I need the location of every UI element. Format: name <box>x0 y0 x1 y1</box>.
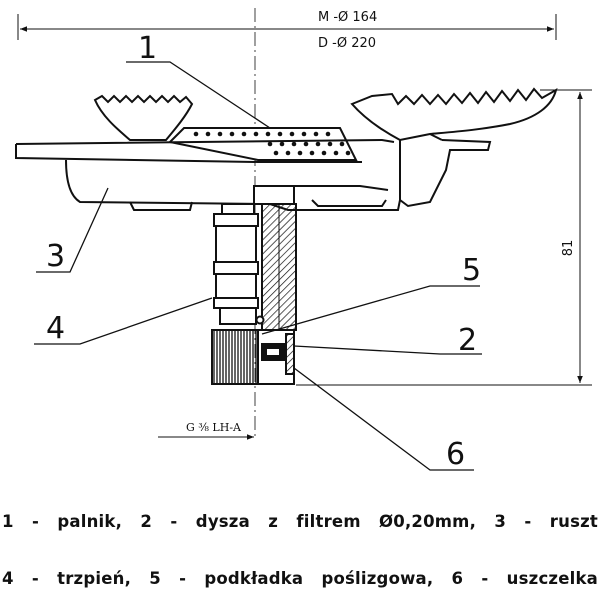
nozzle-assembly <box>211 315 295 385</box>
callout-5: 5 <box>462 253 481 288</box>
burner-head <box>167 127 358 161</box>
spindle-body <box>213 185 297 331</box>
burner-cross-section-drawing: M -Ø 164 D -Ø 220 81 <box>15 8 592 472</box>
grate-right-lug <box>350 87 558 208</box>
dimension-top <box>17 14 557 40</box>
callout-2: 2 <box>458 323 477 358</box>
legend-line-1: 1 - palnik, 2 - dysza z filtrem Ø0,20mm,… <box>2 512 598 531</box>
grate-left-lug <box>93 94 194 141</box>
callout-1: 1 <box>138 31 157 66</box>
dimension-height <box>296 89 592 386</box>
drip-tray <box>15 138 401 211</box>
callout-3: 3 <box>46 239 65 274</box>
callout-6: 6 <box>446 437 465 472</box>
dimension-height-label: 81 <box>561 240 576 257</box>
callout-4: 4 <box>46 311 65 346</box>
dimension-m-label: M -Ø 164 <box>318 10 377 25</box>
legend-line-2: 4 - trzpień, 5 - podkładka poślizgowa, 6… <box>2 569 598 588</box>
thread-label: G ³⁄₈ LH-A <box>186 421 242 434</box>
leader-lines <box>34 61 482 471</box>
dimension-d-label: D -Ø 220 <box>318 36 376 51</box>
